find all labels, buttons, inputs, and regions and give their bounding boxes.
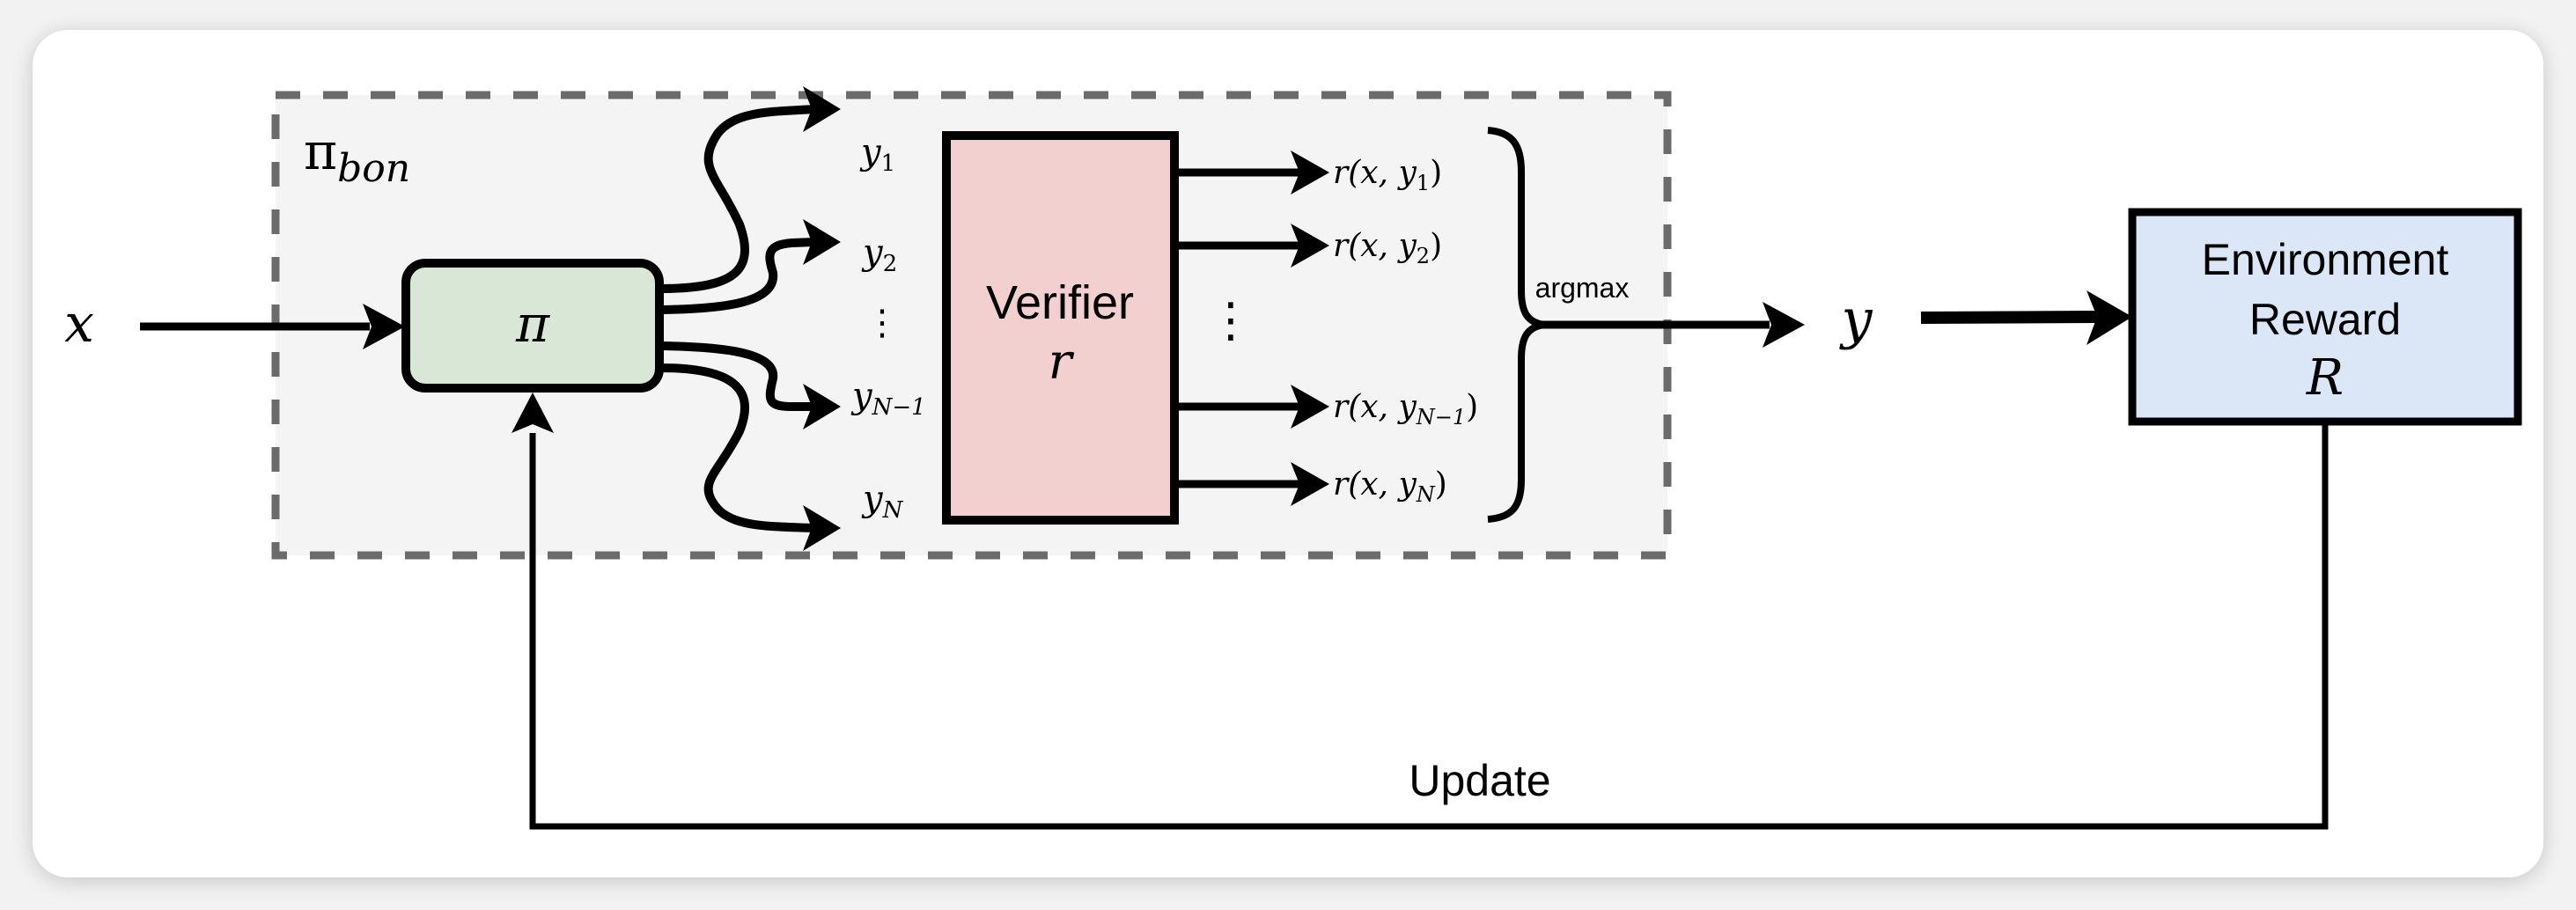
- policy-box: π: [401, 259, 664, 393]
- output-label: y: [1838, 287, 1873, 351]
- verifier-symbol: r: [1049, 334, 1075, 391]
- group-label: πbon: [304, 121, 410, 191]
- sample-arrow-2: [656, 238, 819, 314]
- update-feedback-loop: [512, 393, 2329, 830]
- sample-arrows: [656, 105, 819, 532]
- sample-labels: y1 y2 ⋮ yN−1 yN: [850, 132, 926, 524]
- reward-label: r(x, y2): [1333, 228, 1442, 268]
- output-arrow: [1542, 302, 1805, 348]
- policy-label: π: [515, 294, 550, 354]
- sample-label: yN: [861, 479, 904, 524]
- environment-arrow: [1920, 290, 2132, 345]
- sample-arrow-n: [656, 363, 819, 532]
- sample-label: y1: [859, 132, 895, 177]
- group-label-base: π: [304, 121, 337, 181]
- input-label: x: [64, 293, 94, 355]
- reward-label: r(x, yN): [1333, 466, 1447, 507]
- input-arrow: [140, 304, 405, 349]
- environment-title-line2: Reward: [2249, 295, 2401, 344]
- environment-title-line1: Environment: [2202, 235, 2449, 284]
- sample-ellipsis: ⋮: [865, 304, 900, 342]
- reward-ellipsis: ⋮: [1207, 294, 1255, 347]
- sample-arrow-1: [656, 105, 819, 293]
- reward-label: r(x, yN−1): [1333, 389, 1478, 429]
- sample-label: yN−1: [850, 376, 926, 421]
- update-label: Update: [1409, 756, 1550, 805]
- sample-arrow-n-1: [656, 341, 819, 411]
- environment-symbol: R: [2306, 349, 2344, 407]
- reward-arrows: [1179, 150, 1329, 506]
- verifier-title: Verifier: [986, 276, 1134, 329]
- sample-label: y2: [861, 232, 897, 277]
- reward-label: r(x, y1): [1333, 155, 1442, 195]
- verifier-box: Verifier r: [942, 131, 1179, 525]
- sample-arrowheads: [803, 86, 841, 551]
- group-label-subscript: bon: [337, 146, 410, 191]
- argmax-label: argmax: [1535, 272, 1630, 304]
- reward-labels: r(x, y1) r(x, y2) r(x, yN−1) r(x, yN): [1333, 155, 1478, 507]
- environment-reward-box: Environment Reward R: [2128, 208, 2522, 426]
